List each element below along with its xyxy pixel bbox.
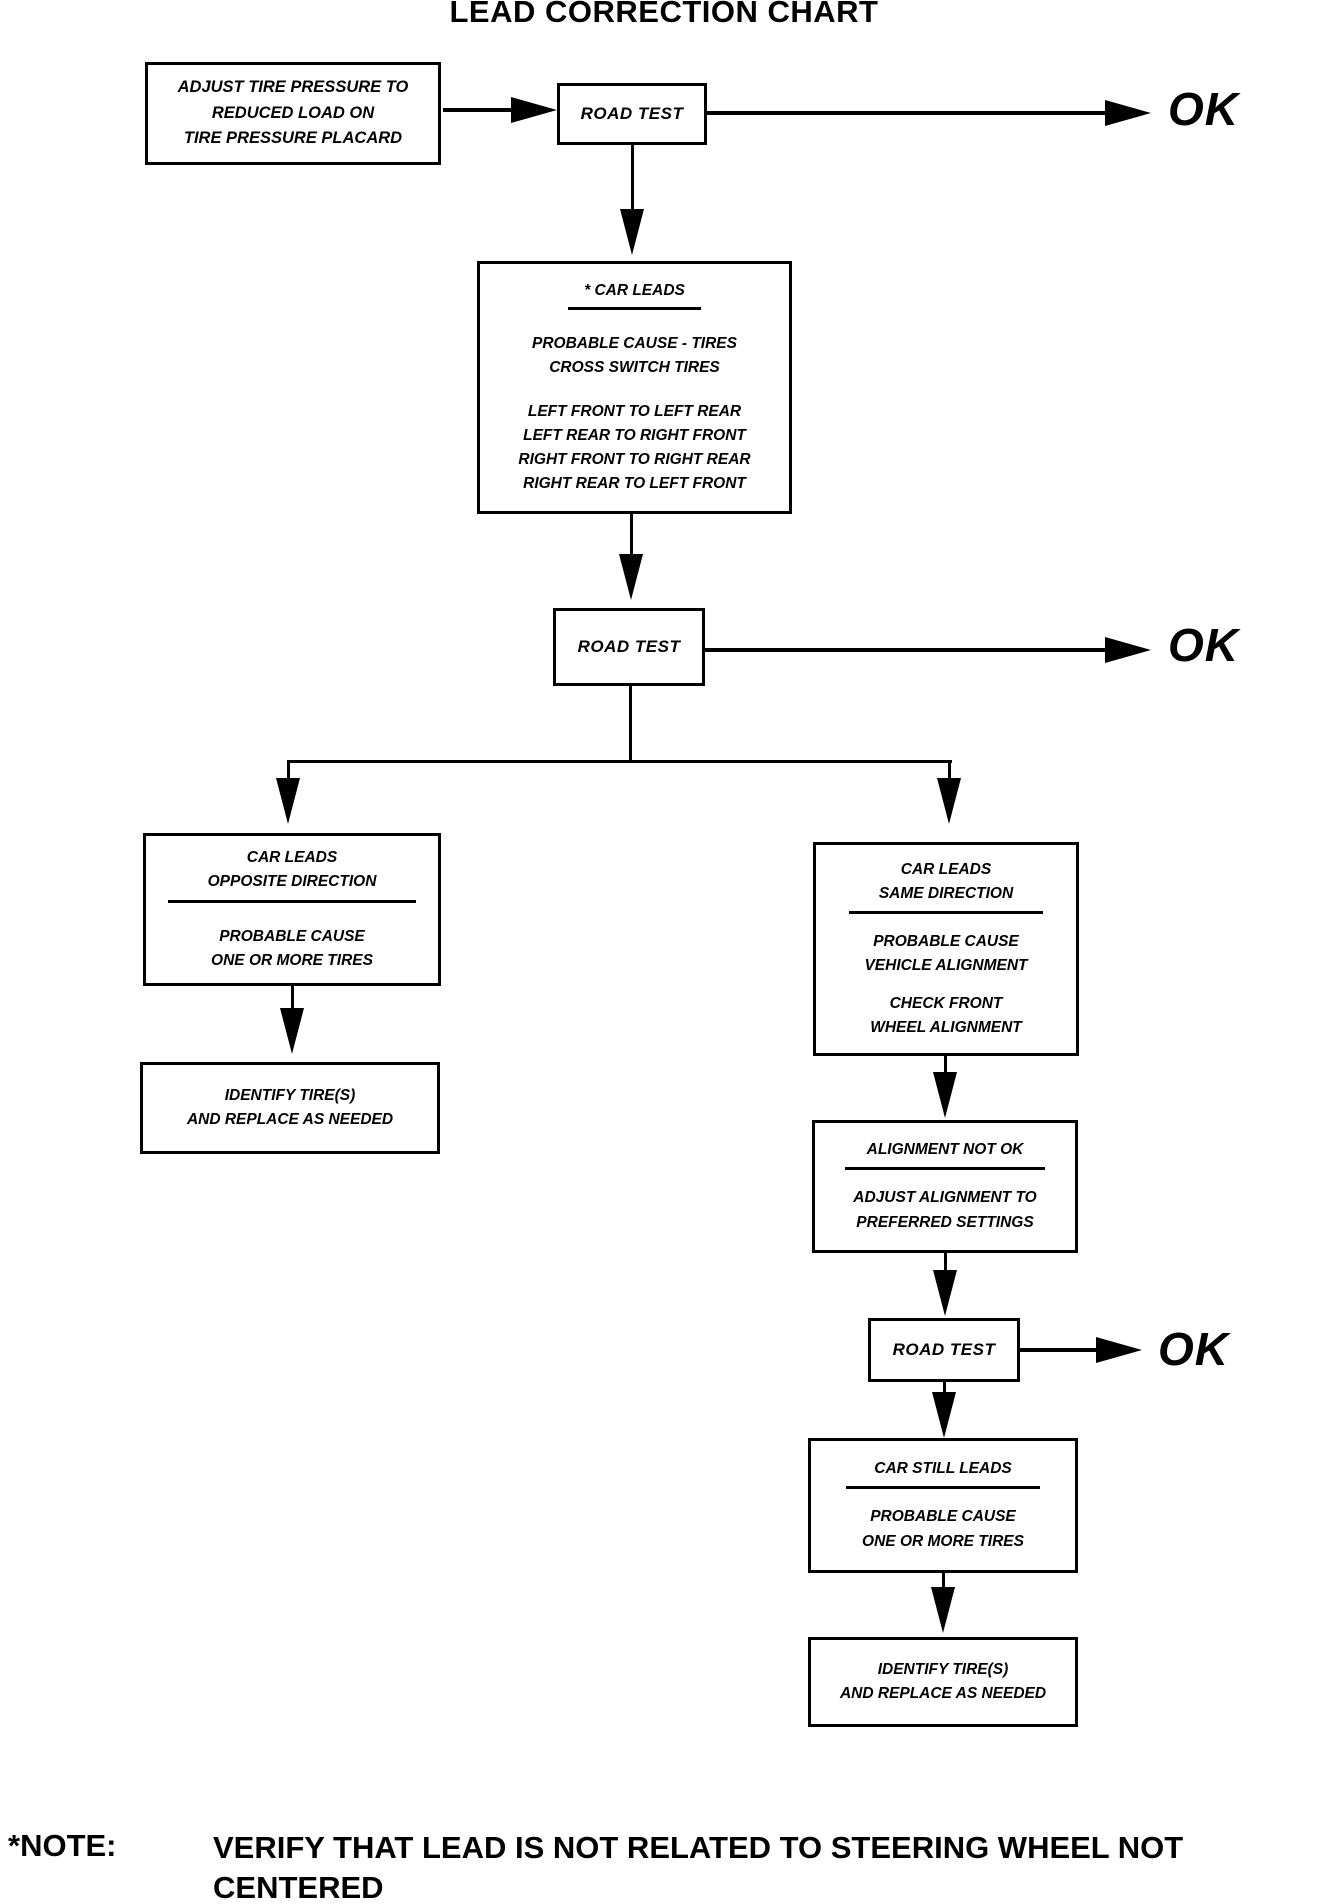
- node-line: ROAD TEST: [577, 636, 681, 656]
- node-line: CAR LEADS: [246, 849, 338, 867]
- arrowhead-down-icon: [933, 1072, 957, 1118]
- ok-label-1: OK: [1168, 83, 1239, 135]
- node-line: AND REPLACE AS NEEDED: [186, 1111, 394, 1128]
- connector-roadtest2-to-ok: [705, 648, 1107, 652]
- connector-same-to-alignment: [944, 1056, 947, 1074]
- node-line: ROAD TEST: [580, 103, 684, 123]
- arrowhead-down-icon: [620, 209, 644, 255]
- arrowhead-right-icon: [511, 97, 557, 123]
- node-line: CAR LEADS: [900, 860, 992, 878]
- arrowhead-down-icon: [931, 1587, 955, 1633]
- footnote-text-line: VERIFY THAT LEAD IS NOT RELATED TO STEER…: [213, 1830, 1184, 1865]
- node-heading: * CAR LEADS: [568, 279, 701, 310]
- node-line: CHECK FRONT: [889, 995, 1003, 1013]
- node-line: ADJUST TIRE PRESSURE TO: [177, 78, 409, 97]
- node-car-leads-opposite: CAR LEADS OPPOSITE DIRECTION PROBABLE CA…: [143, 833, 441, 986]
- arrowhead-down-icon: [937, 778, 961, 824]
- connector-roadtest3-down: [943, 1382, 946, 1396]
- connector-roadtest1-to-ok: [707, 111, 1107, 115]
- node-line: WHEEL ALIGNMENT: [870, 1019, 1022, 1037]
- node-line: PROBABLE CAUSE - TIRES: [532, 334, 737, 352]
- node-car-leads-same: CAR LEADS SAME DIRECTION PROBABLE CAUSE …: [813, 842, 1079, 1056]
- node-line: PREFERRED SETTINGS: [856, 1213, 1034, 1231]
- connector-opposite-to-identify: [291, 986, 294, 1010]
- page-title: LEAD CORRECTION CHART: [449, 0, 879, 29]
- connector-alignment-to-roadtest3: [944, 1253, 947, 1272]
- connector-roadtest2-down: [629, 686, 632, 762]
- node-line: PROBABLE CAUSE: [873, 932, 1019, 950]
- node-road-test-2: ROAD TEST: [553, 608, 705, 686]
- node-line: AND REPLACE AS NEEDED: [839, 1685, 1047, 1702]
- connector-adjust-to-roadtest1: [443, 108, 513, 112]
- node-alignment-not-ok: ALIGNMENT NOT OK ADJUST ALIGNMENT TO PRE…: [812, 1120, 1078, 1253]
- node-line: REDUCED LOAD ON: [211, 103, 375, 122]
- footnote-text: VERIFY THAT LEAD IS NOT RELATED TO STEER…: [213, 1828, 1273, 1904]
- node-adjust-tire-pressure: ADJUST TIRE PRESSURE TO REDUCED LOAD ON …: [145, 62, 441, 165]
- node-line: LEFT FRONT TO LEFT REAR: [527, 402, 742, 420]
- node-line: RIGHT REAR TO LEFT FRONT: [523, 475, 746, 493]
- connector-branch-right: [948, 760, 951, 780]
- connector-branch-left: [287, 760, 290, 780]
- arrowhead-down-icon: [280, 1008, 304, 1054]
- arrowhead-down-icon: [619, 554, 643, 600]
- connector-branch-horizontal: [288, 760, 952, 763]
- node-line: LEFT REAR TO RIGHT FRONT: [523, 427, 746, 444]
- connector-roadtest1-down: [631, 145, 634, 209]
- node-identify-tires-left: IDENTIFY TIRE(S) AND REPLACE AS NEEDED: [140, 1062, 440, 1154]
- node-line: CROSS SWITCH TIRES: [549, 358, 720, 376]
- ok-label-2: OK: [1168, 619, 1239, 671]
- node-line: VEHICLE ALIGNMENT: [864, 957, 1028, 974]
- node-identify-tires-right: IDENTIFY TIRE(S) AND REPLACE AS NEEDED: [808, 1637, 1078, 1727]
- node-line: PROBABLE CAUSE: [870, 1508, 1016, 1526]
- connector-roadtest3-to-ok: [1020, 1348, 1098, 1352]
- footnote-text-line: CENTERED: [213, 1870, 384, 1904]
- node-road-test-1: ROAD TEST: [557, 83, 707, 145]
- node-line: ADJUST ALIGNMENT TO: [853, 1189, 1037, 1207]
- node-line: IDENTIFY TIRE(S): [877, 1660, 1009, 1678]
- node-line: ONE OR MORE TIRES: [862, 1532, 1024, 1550]
- connector-stillleads-to-identify: [942, 1573, 945, 1589]
- node-line: ONE OR MORE TIRES: [211, 951, 373, 969]
- arrowhead-down-icon: [276, 778, 300, 824]
- footnote: *NOTE: VERIFY THAT LEAD IS NOT RELATED T…: [8, 1828, 1320, 1904]
- node-heading: OPPOSITE DIRECTION: [167, 870, 417, 903]
- node-heading: SAME DIRECTION: [848, 882, 1044, 914]
- ok-label-3: OK: [1158, 1323, 1229, 1375]
- arrowhead-down-icon: [933, 1270, 957, 1316]
- node-road-test-3: ROAD TEST: [868, 1318, 1020, 1382]
- node-line: ROAD TEST: [892, 1339, 996, 1359]
- node-car-leads-tires: * CAR LEADS PROBABLE CAUSE - TIRES CROSS…: [477, 261, 792, 514]
- arrowhead-down-icon: [932, 1392, 956, 1438]
- arrowhead-right-icon: [1096, 1337, 1142, 1363]
- arrowhead-right-icon: [1105, 100, 1151, 126]
- node-line: RIGHT FRONT TO RIGHT REAR: [518, 451, 751, 469]
- node-heading: ALIGNMENT NOT OK: [844, 1138, 1046, 1171]
- connector-carleads-to-roadtest2: [630, 514, 633, 556]
- node-heading: CAR STILL LEADS: [846, 1457, 1040, 1490]
- footnote-label: *NOTE:: [8, 1828, 117, 1863]
- node-line: PROBABLE CAUSE: [219, 927, 365, 945]
- arrowhead-right-icon: [1105, 637, 1151, 663]
- node-car-still-leads: CAR STILL LEADS PROBABLE CAUSE ONE OR MO…: [808, 1438, 1078, 1573]
- node-line: TIRE PRESSURE PLACARD: [183, 129, 403, 148]
- node-line: IDENTIFY TIRE(S): [224, 1086, 356, 1104]
